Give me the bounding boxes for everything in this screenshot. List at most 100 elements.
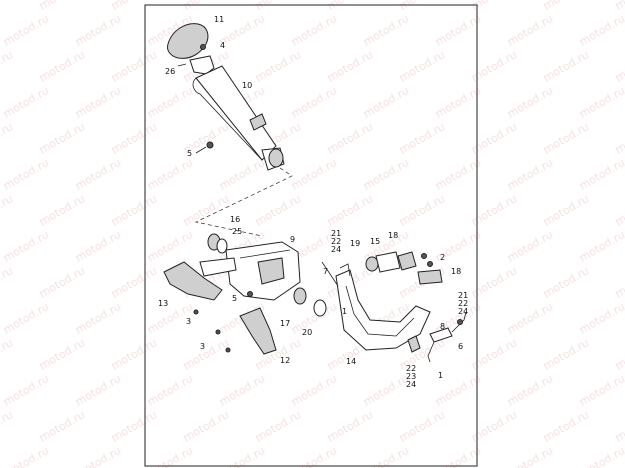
sealing-ring <box>293 287 307 305</box>
watermark-text: motod.ru <box>0 336 15 372</box>
watermark-text: motod.ru <box>1 300 51 336</box>
watermark-text: motod.ru <box>325 120 375 156</box>
callout-label: 22 <box>458 299 468 308</box>
watermark-text: motod.ru <box>613 120 625 156</box>
watermark-text: motod.ru <box>577 300 625 336</box>
sensor-connector <box>457 319 463 325</box>
watermark-text: motod.ru <box>541 192 591 228</box>
watermark-text: motod.ru <box>577 372 625 408</box>
watermark-text: motod.ru <box>505 300 555 336</box>
watermark-text: motod.ru <box>577 156 625 192</box>
watermark-text: motod.ru <box>73 372 123 408</box>
collector-seam <box>239 249 291 259</box>
watermark-text: motod.ru <box>253 408 303 444</box>
callout-label: 8 <box>440 322 445 331</box>
clamp-gasket <box>216 238 228 254</box>
callout-label: 2 <box>440 253 445 262</box>
watermark-text: motod.ru <box>1 12 51 48</box>
watermark-text: motod.ru <box>325 408 375 444</box>
callout-label: 3 <box>186 317 191 326</box>
watermark-text: motod.ru <box>109 336 159 372</box>
watermark-text: motod.ru <box>397 408 447 444</box>
callout-label: 25 <box>232 227 242 236</box>
watermark-text: motod.ru <box>253 192 303 228</box>
watermark-text: motod.ru <box>109 264 159 300</box>
callout-label: 3 <box>200 342 205 351</box>
watermark-text: motod.ru <box>325 48 375 84</box>
watermark-text: motod.ru <box>73 228 123 264</box>
watermark-text: motod.ru <box>145 84 195 120</box>
link-pipe <box>199 257 237 277</box>
callout-label: 12 <box>280 356 290 365</box>
callout-label: 23 <box>406 372 416 381</box>
watermark-text: motod.ru <box>217 156 267 192</box>
watermark-text: motod.ru <box>109 0 159 13</box>
oxygen-sensor-body <box>429 327 453 343</box>
watermark-text: motod.ru <box>253 48 303 84</box>
collector-heat-panel <box>257 257 285 285</box>
watermark-text: motod.ru <box>289 12 339 48</box>
leader-7 <box>321 261 339 287</box>
watermark-text: motod.ru <box>289 84 339 120</box>
callout-label: 18 <box>388 231 398 240</box>
watermark-text: motod.ru <box>1 228 51 264</box>
callout-label: 24 <box>331 245 341 254</box>
watermark-text: motod.ru <box>145 156 195 192</box>
watermark-text: motod.ru <box>73 84 123 120</box>
callout-label: 7 <box>323 267 328 276</box>
watermark-text: motod.ru <box>109 192 159 228</box>
watermark-text: motod.ru <box>109 120 159 156</box>
watermark-text: motod.ru <box>37 120 87 156</box>
box-bolt <box>247 291 253 297</box>
muffler-end-cap <box>167 23 209 59</box>
watermark-text: motod.ru <box>541 0 591 13</box>
watermark-text: motod.ru <box>397 0 447 13</box>
watermark-text: motod.ru <box>325 192 375 228</box>
watermark-text: motod.ru <box>505 84 555 120</box>
watermark-text: motod.ru <box>289 156 339 192</box>
callout-label: 22 <box>406 364 416 373</box>
callout-label: 10 <box>242 81 252 90</box>
watermark-text: motod.ru <box>1 372 51 408</box>
callout-label: 20 <box>302 328 312 337</box>
callout-label: 26 <box>165 67 175 76</box>
sensor-fitting <box>407 335 421 353</box>
connecting-sleeve <box>375 251 401 273</box>
watermark-text: motod.ru <box>0 408 15 444</box>
watermark-text: motod.ru <box>181 192 231 228</box>
muffler-body-edge <box>192 77 263 161</box>
watermark-text: motod.ru <box>613 0 625 13</box>
callout-label: 9 <box>290 235 295 244</box>
flange-nut-2 <box>427 261 433 267</box>
side-shield-screw-2 <box>225 347 231 353</box>
watermark-text: motod.ru <box>613 408 625 444</box>
watermark-text: motod.ru <box>541 408 591 444</box>
watermark-text: motod.ru <box>145 372 195 408</box>
callout-label: 21 <box>458 291 468 300</box>
callout-label: 5 <box>187 149 192 158</box>
watermark-text: motod.ru <box>1 444 51 468</box>
callout-label: 21 <box>331 229 341 238</box>
watermark-text: motod.ru <box>181 336 231 372</box>
watermark-text: motod.ru <box>541 336 591 372</box>
flange-plate <box>397 251 417 271</box>
watermark-text: motod.ru <box>181 0 231 13</box>
watermark-text: motod.ru <box>0 120 15 156</box>
watermark-text: motod.ru <box>37 192 87 228</box>
watermark-text: motod.ru <box>0 0 15 13</box>
shield-screw <box>193 309 199 315</box>
watermark-text: motod.ru <box>217 372 267 408</box>
watermark-text: motod.ru <box>433 12 483 48</box>
watermark-text: motod.ru <box>505 444 555 468</box>
leader-5 <box>195 146 207 154</box>
callout-label: 19 <box>350 239 360 248</box>
watermark-text: motod.ru <box>0 264 15 300</box>
lower-exhaust-assembly <box>163 233 467 363</box>
watermark-text: motod.ru <box>361 156 411 192</box>
watermark-text: motod.ru <box>325 0 375 13</box>
watermark-text: motod.ru <box>145 444 195 468</box>
watermark-text: motod.ru <box>73 300 123 336</box>
watermark-text: motod.ru <box>541 264 591 300</box>
watermark-text: motod.ru <box>1 84 51 120</box>
watermark-text: motod.ru <box>253 0 303 13</box>
